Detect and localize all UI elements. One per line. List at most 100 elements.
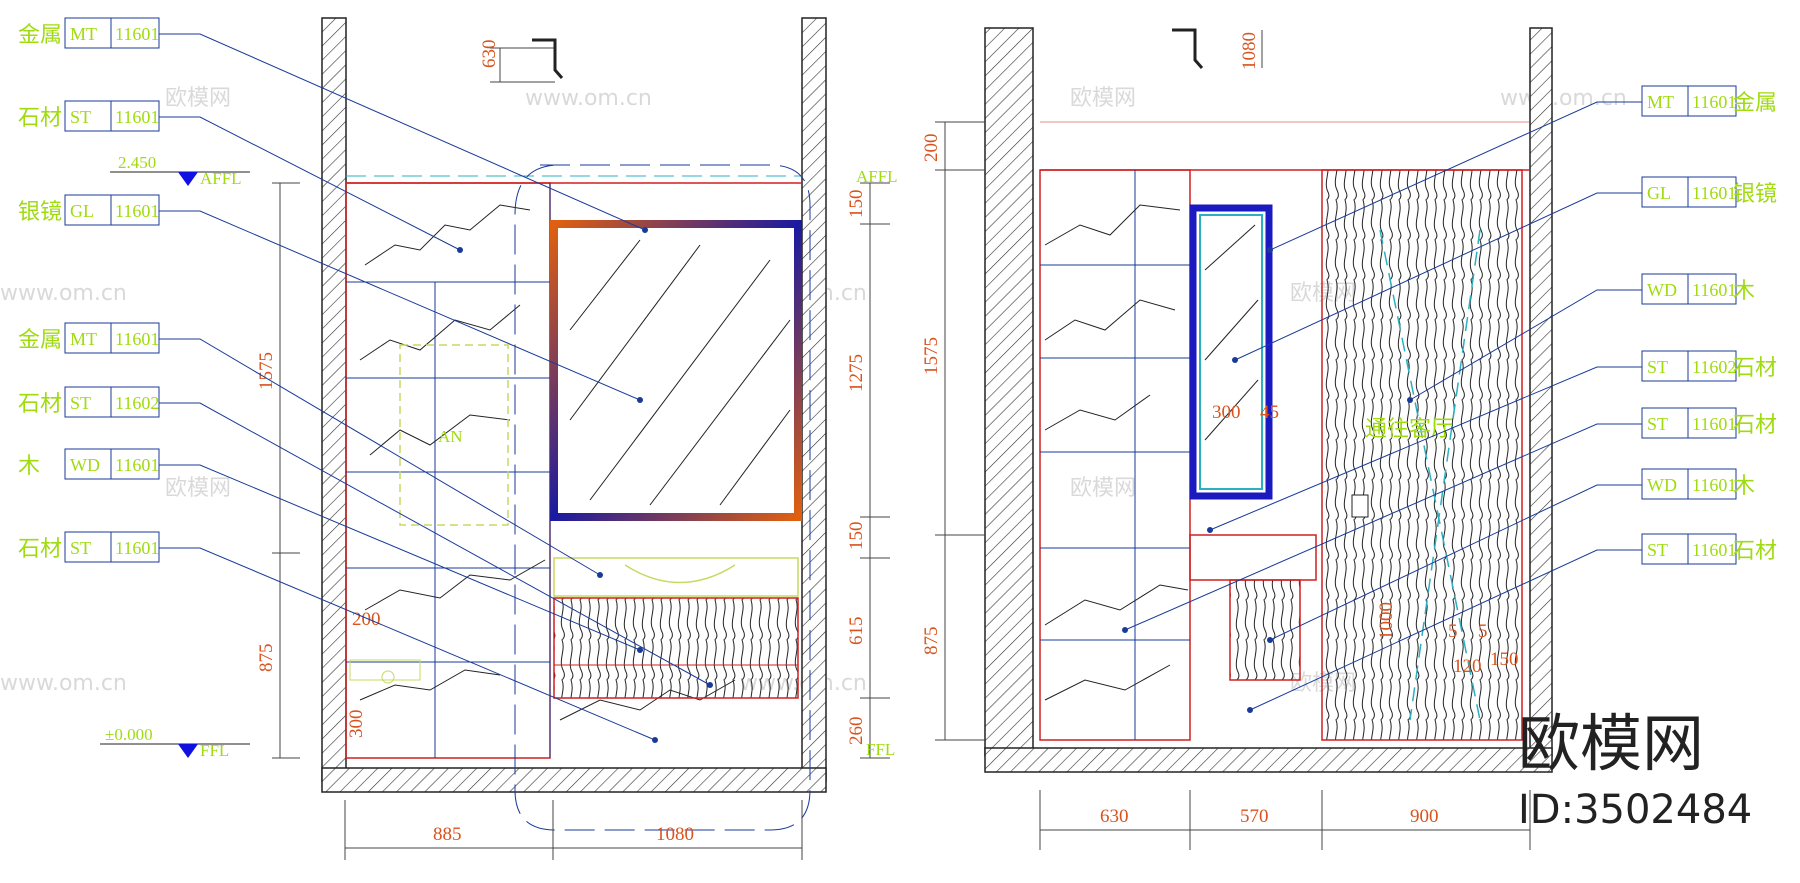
- basin-counter: [553, 557, 799, 597]
- watermark-text: www.om.cn: [0, 671, 127, 696]
- dim-r-left-2: 875: [921, 627, 942, 656]
- level-right-bottom: FFL: [866, 740, 895, 759]
- callout-number: 11601: [115, 538, 159, 558]
- dim-small-2: 120: [1453, 656, 1482, 677]
- callout-code: WD: [1647, 475, 1677, 495]
- svg-text:±0.000: ±0.000: [105, 725, 153, 744]
- dim-r-bottom-0: 630: [1100, 806, 1129, 827]
- callout-number: 11601: [115, 455, 159, 475]
- callout-material: 金属: [18, 23, 62, 48]
- svg-text:AFFL: AFFL: [200, 169, 242, 188]
- callout-material: 石材: [18, 392, 62, 417]
- watermark-logo: 欧模网: [1070, 86, 1136, 111]
- dim-top-right: 1080: [1239, 32, 1260, 70]
- right-stone-wall: [1039, 169, 1191, 741]
- brand-id: ID:3502484: [1518, 787, 1752, 833]
- door-panel: [1321, 169, 1523, 741]
- watermark-logo: 欧模网: [165, 476, 231, 501]
- right-dimensions: [935, 28, 1531, 850]
- callout-material: 石材: [18, 106, 62, 131]
- dim-right-1: 1275: [846, 354, 867, 392]
- material-callout: ST 11602 石材: [1207, 350, 1777, 533]
- dim-right-3: 615: [846, 617, 867, 646]
- dim-right-4: 260: [846, 717, 867, 746]
- dim-top: 630: [479, 40, 500, 69]
- dim-small-3: 150: [1490, 649, 1519, 670]
- callout-code: ST: [1647, 357, 1668, 377]
- dim-left-upper: 1575: [256, 352, 277, 390]
- brand-mark: 欧模网 ID:3502484: [1518, 707, 1752, 833]
- dim-mirror-gap: 45: [1260, 402, 1279, 423]
- left-elevation: AN: [18, 17, 898, 860]
- callout-code: ST: [1647, 414, 1668, 434]
- callout-material: 木: [1733, 474, 1755, 499]
- callout-material: 银镜: [18, 200, 62, 225]
- material-callout: ST 11602 石材: [18, 386, 713, 688]
- callout-material: 银镜: [1733, 182, 1777, 207]
- material-callout: ST 11601 石材: [18, 531, 658, 743]
- callout-number: 11601: [115, 201, 159, 221]
- callout-material: 石材: [18, 537, 62, 562]
- callout-number: 11601: [115, 107, 159, 127]
- callout-number: 11601: [1692, 475, 1736, 495]
- callout-code: GL: [70, 201, 94, 221]
- callout-number: 11601: [115, 329, 159, 349]
- callout-number: 11602: [115, 393, 159, 413]
- dim-left-lower: 875: [256, 644, 277, 673]
- callout-number: 11601: [1692, 280, 1736, 300]
- dim-right-0: 150: [846, 190, 867, 219]
- callout-code: WD: [1647, 280, 1677, 300]
- callout-material: 石材: [1733, 539, 1777, 564]
- callout-number: 11601: [1692, 183, 1736, 203]
- level-marker-bottom: ±0.000 FFL: [100, 725, 250, 760]
- dim-door-h: 1000: [1376, 602, 1397, 640]
- dim-inner-200: 200: [352, 609, 381, 630]
- floor-slab: [321, 767, 827, 793]
- dim-right-2: 150: [846, 522, 867, 551]
- svg-text:2.450: 2.450: [118, 153, 156, 172]
- dim-r-bottom-1: 570: [1240, 806, 1269, 827]
- callout-material: 木: [18, 454, 40, 479]
- dim-bottom-1: 1080: [656, 824, 694, 845]
- level-right-top: AFFL: [856, 167, 898, 186]
- right-vanity: [1229, 579, 1301, 681]
- right-elev-right-wall: [1529, 27, 1553, 757]
- door-text: 通往客厅: [1365, 417, 1453, 442]
- callout-code: GL: [1647, 183, 1671, 203]
- callout-material: 石材: [1733, 413, 1777, 438]
- callout-code: ST: [70, 538, 91, 558]
- callout-code: ST: [1647, 540, 1668, 560]
- dim-r-bottom-2: 900: [1410, 806, 1439, 827]
- dim-inner-300: 300: [346, 710, 367, 739]
- left-dimensions: [272, 38, 890, 860]
- callout-number: 11601: [115, 24, 159, 44]
- callout-code: WD: [70, 455, 100, 475]
- niche-outline: [399, 344, 509, 526]
- watermark-text: www.om.cn: [0, 281, 127, 306]
- mirror-left: [550, 220, 802, 521]
- callout-number: 11602: [1692, 357, 1736, 377]
- watermark-logo: 欧模网: [165, 86, 231, 111]
- right-elev-floor: [984, 747, 1553, 773]
- callout-code: ST: [70, 393, 91, 413]
- mirror-right: [1189, 204, 1273, 500]
- callout-material: 木: [1733, 279, 1755, 304]
- device-label: AN: [438, 427, 463, 446]
- callout-code: MT: [70, 329, 97, 349]
- svg-text:FFL: FFL: [200, 741, 229, 760]
- right-elev-left-wall: [984, 27, 1034, 757]
- callout-number: 11601: [1692, 414, 1736, 434]
- callout-number: 11601: [1692, 540, 1736, 560]
- callout-number: 11601: [1692, 92, 1736, 112]
- brand-name: 欧模网: [1518, 707, 1704, 780]
- dim-small-0: 5: [1448, 621, 1458, 642]
